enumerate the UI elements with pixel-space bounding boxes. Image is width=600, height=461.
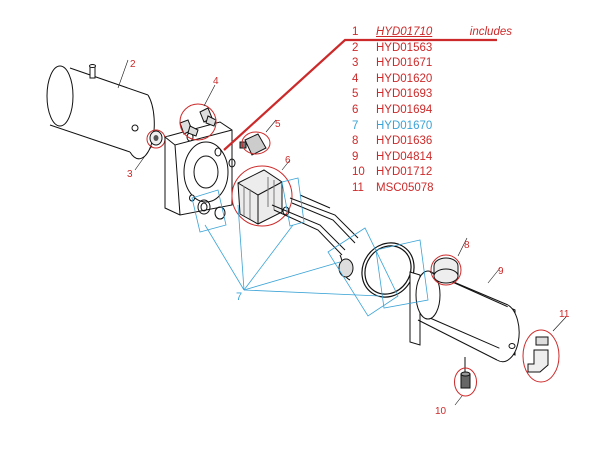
- part-code: HYD01671: [376, 57, 433, 70]
- part-code: HYD01694: [376, 103, 433, 116]
- part-5-filter: [239, 131, 271, 156]
- part-number: 3: [352, 57, 359, 70]
- part-code: HYD01710: [376, 26, 433, 38]
- suction-pipes: [271, 194, 359, 281]
- callout-10: 10: [435, 406, 447, 417]
- callout-5: 5: [275, 119, 281, 130]
- part-10-drain-plug: [454, 367, 477, 397]
- part-number: 8: [352, 135, 359, 148]
- parts-list-row: 10 HYD01712: [352, 165, 512, 181]
- callout-4: 4: [213, 76, 219, 87]
- part-8-filler-cap: [430, 254, 462, 286]
- part-code: HYD04814: [376, 150, 433, 163]
- part-number: 10: [352, 166, 365, 179]
- part-2-left-cylinder: [46, 64, 156, 160]
- callout-2: 2: [130, 59, 136, 70]
- part-code: HYD01636: [376, 135, 433, 148]
- part-code: HYD01712: [376, 166, 433, 179]
- parts-list-row: 5 HYD01693: [352, 87, 512, 103]
- callout-8: 8: [464, 240, 470, 251]
- part-number: 2: [352, 41, 359, 54]
- parts-list-row: 2 HYD01563: [352, 41, 512, 57]
- part-11-breather: [522, 329, 560, 383]
- tank-gasket: [361, 242, 415, 298]
- callout-6: 6: [285, 155, 291, 166]
- part-suffix: includes: [469, 26, 512, 38]
- parts-list-row: 1 HYD01710 includes: [352, 25, 512, 41]
- parts-list-row: 9 HYD04814: [352, 150, 512, 166]
- parts-list-row: 8 HYD01636: [352, 134, 512, 150]
- callout-7: 7: [236, 291, 242, 303]
- part-number: 9: [352, 150, 359, 163]
- part-7-leader-lines: [204, 204, 381, 297]
- callout-9: 9: [498, 266, 504, 277]
- part-code: HYD01670: [376, 119, 433, 132]
- callout-leaders: [117, 59, 567, 406]
- part-number: 11: [352, 181, 364, 194]
- parts-list-row: 11 MSC05078: [352, 181, 512, 197]
- part-1-leader: [223, 38, 497, 151]
- part-6-pump: [231, 165, 293, 227]
- part-number: 4: [352, 72, 359, 85]
- part-4-elbow-fittings: [179, 103, 217, 141]
- part-code: HYD01563: [376, 41, 433, 54]
- parts-list-row: 6 HYD01694: [352, 103, 512, 119]
- part-number: 1: [352, 26, 359, 38]
- part-3-fitting: [146, 129, 166, 149]
- part-number: 6: [352, 103, 359, 116]
- part-number: 5: [352, 88, 359, 101]
- part-number: 7: [352, 119, 359, 132]
- seal-rings: [197, 158, 290, 220]
- part-code: HYD01620: [376, 72, 433, 85]
- parts-list-row: 3 HYD01671: [352, 56, 512, 72]
- manifold-block: [164, 121, 233, 216]
- parts-list-row: 4 HYD01620: [352, 72, 512, 88]
- parts-list-row: 7 HYD01670: [352, 119, 512, 135]
- callout-3: 3: [127, 169, 133, 180]
- part-code: MSC05078: [376, 181, 434, 194]
- callout-11: 11: [559, 309, 570, 320]
- part-code: HYD01693: [376, 88, 433, 101]
